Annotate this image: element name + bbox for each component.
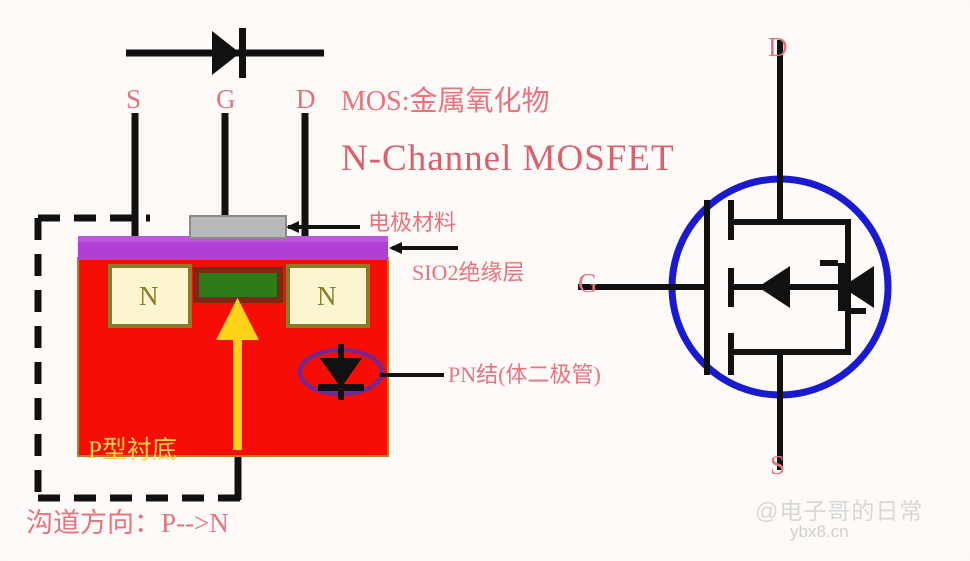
symbol-source-label: S: [770, 450, 786, 480]
p-substrate-label: P型衬底: [88, 437, 177, 464]
symbol-drain-label: D: [768, 32, 788, 62]
n-source-label: N: [139, 281, 159, 311]
top-diode-symbol: [126, 28, 324, 78]
terminal-label-drain: D: [296, 84, 316, 114]
device-cross-section: [77, 215, 389, 457]
terminal-label-source: S: [126, 84, 142, 114]
title-mos-definition: MOS:金属氧化物: [341, 86, 550, 117]
callout-pn-junction-body-diode: PN结(体二极管): [448, 362, 601, 387]
watermark-site-url: ybx8.cn: [790, 522, 849, 541]
channel-direction-arrow: [216, 298, 259, 450]
gate-electrode-plate: [189, 215, 287, 239]
dashed-boundary-box: [34, 214, 243, 502]
symbol-body-diode: [820, 260, 874, 314]
n-drain-region: [286, 264, 370, 328]
symbol-gate-label: G: [578, 268, 598, 298]
n-source-region: [108, 264, 192, 328]
watermark-account-name: @电子哥的日常: [755, 498, 924, 524]
callout-leaders: [286, 221, 458, 377]
channel-direction-label: 沟道方向：P-->N: [26, 508, 229, 538]
n-drain-label: N: [317, 281, 337, 311]
symbol-bulk-arrow: [758, 266, 790, 308]
title-n-channel-mosfet: N-Channel MOSFET: [341, 138, 675, 179]
channel-region: [193, 267, 283, 303]
body-diode-marker: [298, 344, 384, 400]
terminal-label-gate: G: [216, 84, 236, 114]
mosfet-schematic-symbol: [578, 40, 892, 470]
callout-electrode-material: 电极材料: [368, 210, 457, 235]
callout-sio2-insulating-layer: SIO2绝缘层: [412, 260, 525, 285]
